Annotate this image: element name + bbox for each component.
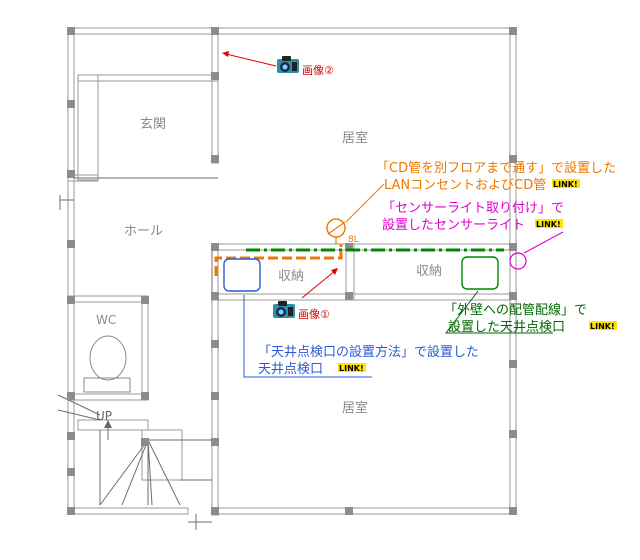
note-ceiling-hatch[interactable]: 「天井点検口の設置方法」で設置した 天井点検口 LINK! bbox=[258, 344, 479, 377]
leader-exterior bbox=[444, 290, 553, 334]
note-cd-pipe[interactable]: 「CD管を別フロアまで通す」で設置した LANコンセントおよびCD管 LINK! bbox=[376, 160, 616, 193]
room-storage-left: 収納 bbox=[278, 269, 304, 284]
note-exterior-line2: 設置した天井点検口 bbox=[448, 319, 565, 335]
note-sensor-light-line2: 設置したセンサーライト bbox=[382, 217, 525, 233]
sensor-light-fixture: 8L bbox=[326, 218, 359, 245]
svg-text:LINK!: LINK! bbox=[536, 220, 561, 229]
ceiling-hatch-blue bbox=[223, 258, 261, 292]
note-hatch-line2: 天井点検口 bbox=[258, 362, 323, 377]
link-badge-sensor[interactable]: LINK! bbox=[535, 219, 563, 229]
sensor-light-marker bbox=[509, 252, 527, 270]
room-living-upper: 居室 bbox=[342, 130, 368, 146]
photo-label-2[interactable]: 画像② bbox=[302, 64, 334, 77]
link-badge-hatch[interactable]: LINK! bbox=[338, 363, 366, 373]
link-badge-exterior[interactable]: LINK! bbox=[589, 321, 617, 331]
room-genkan: 玄関 bbox=[140, 117, 166, 132]
sensor-light-8l: 8L bbox=[348, 235, 359, 245]
leader-hatch bbox=[243, 295, 372, 378]
cd-pipe-orange-line bbox=[214, 244, 343, 276]
leader-sensor bbox=[523, 231, 564, 254]
camera-icon[interactable] bbox=[277, 56, 299, 73]
link-badge-cd-pipe[interactable]: LINK! bbox=[552, 179, 580, 189]
note-sensor-light[interactable]: 「センサーライト取り付け」で 設置したセンサーライト LINK! bbox=[382, 201, 564, 233]
note-cd-pipe-line2: LANコンセントおよびCD管 bbox=[384, 178, 546, 193]
pillars bbox=[67, 27, 517, 515]
stairs: UP bbox=[57, 394, 181, 506]
room-living-lower: 居室 bbox=[342, 400, 368, 416]
note-exterior-wall[interactable]: 「外壁への配管配線」で 設置した天井点検口 LINK! bbox=[444, 302, 617, 335]
camera-icon[interactable] bbox=[273, 301, 295, 318]
note-cd-pipe-line1: 「CD管を別フロアまで通す」で設置した bbox=[376, 160, 616, 176]
room-hall: ホール bbox=[124, 224, 163, 239]
room-storage-right: 収納 bbox=[416, 264, 442, 279]
leader-cd-pipe bbox=[345, 183, 385, 223]
note-exterior-line1: 「外壁への配管配線」で bbox=[444, 302, 587, 318]
photo-arrow-1 bbox=[301, 268, 338, 299]
toilet-fixture bbox=[83, 335, 131, 393]
stairs-up-label: UP bbox=[96, 409, 112, 423]
room-wc: WC bbox=[96, 313, 116, 327]
note-sensor-light-line1: 「センサーライト取り付け」で bbox=[382, 201, 564, 216]
note-hatch-line1: 「天井点検口の設置方法」で設置した bbox=[258, 344, 479, 360]
svg-text:LINK!: LINK! bbox=[590, 322, 615, 331]
svg-text:LINK!: LINK! bbox=[339, 364, 364, 373]
photo-label-1[interactable]: 画像① bbox=[298, 308, 330, 321]
door-lines bbox=[59, 177, 218, 530]
photo-arrow-2 bbox=[222, 51, 277, 67]
svg-text:LINK!: LINK! bbox=[553, 180, 578, 189]
ceiling-hatch-green bbox=[461, 256, 499, 290]
